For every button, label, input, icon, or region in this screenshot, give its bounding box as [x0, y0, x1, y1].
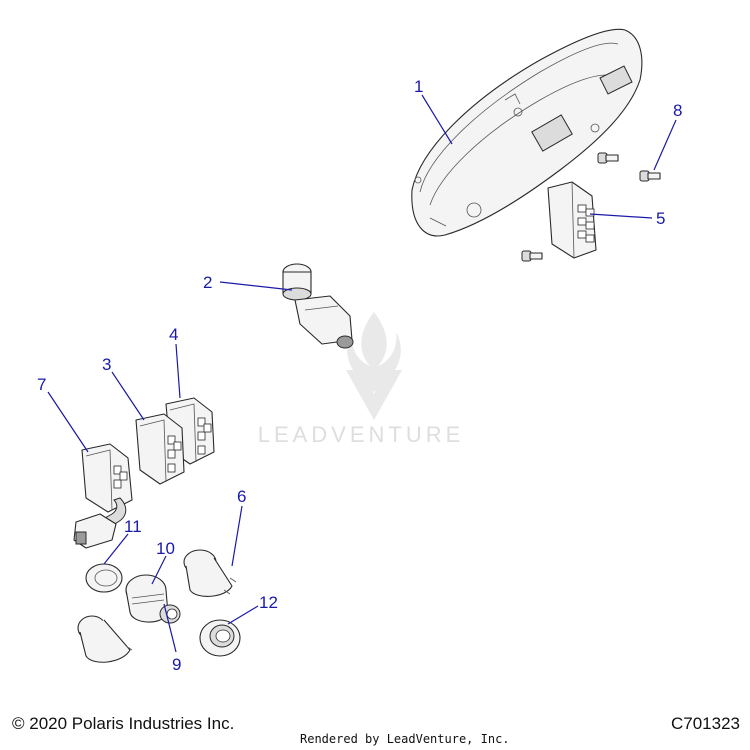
leader-4 — [175, 343, 181, 399]
callout-1: 1 — [414, 77, 423, 96]
lower-socket — [77, 615, 133, 663]
leader-2 — [219, 281, 293, 291]
copyright-text: © 2020 Polaris Industries Inc. — [12, 714, 235, 733]
leader-6 — [231, 505, 243, 567]
callout-8: 8 — [673, 101, 682, 120]
callout-12: 12 — [259, 593, 278, 612]
part-11-ring — [85, 563, 123, 593]
leader-7 — [47, 391, 89, 453]
part-8-screws — [521, 152, 661, 262]
watermark: LEADVENTURE — [258, 312, 465, 447]
leader-11 — [103, 533, 129, 565]
leader-9 — [163, 603, 177, 653]
callout-5: 5 — [656, 209, 665, 228]
part-12-nut — [199, 619, 241, 657]
leader-3 — [111, 371, 145, 421]
leader-1 — [421, 94, 453, 145]
callouts: 1 2 3 4 5 6 7 8 9 10 11 12 — [37, 77, 682, 674]
part-3-switch — [135, 413, 185, 485]
part-6-accessory-socket — [183, 549, 237, 597]
part-7-switch-harness — [73, 443, 133, 549]
leader-10 — [151, 555, 167, 585]
part-5-connector — [547, 181, 597, 259]
callout-4: 4 — [169, 325, 178, 344]
callout-2: 2 — [203, 273, 212, 292]
callout-9: 9 — [172, 655, 181, 674]
leader-5 — [589, 213, 653, 219]
rendered-by-text: Rendered by LeadVenture, Inc. — [300, 732, 510, 746]
callout-11: 11 — [124, 517, 142, 536]
leadventure-logo-icon — [346, 312, 402, 420]
watermark-text: LEADVENTURE — [258, 422, 465, 447]
leader-lines — [47, 94, 677, 653]
callout-10: 10 — [156, 539, 175, 558]
drawing-number: C701323 — [670, 714, 740, 733]
leader-8 — [653, 119, 677, 171]
callout-7: 7 — [37, 375, 46, 394]
callout-3: 3 — [102, 355, 111, 374]
callout-6: 6 — [237, 487, 246, 506]
part-10-socket — [125, 574, 181, 624]
part-1-instrument-cluster — [411, 28, 643, 237]
leader-12 — [227, 605, 259, 625]
part-2-ignition-switch — [282, 263, 354, 349]
